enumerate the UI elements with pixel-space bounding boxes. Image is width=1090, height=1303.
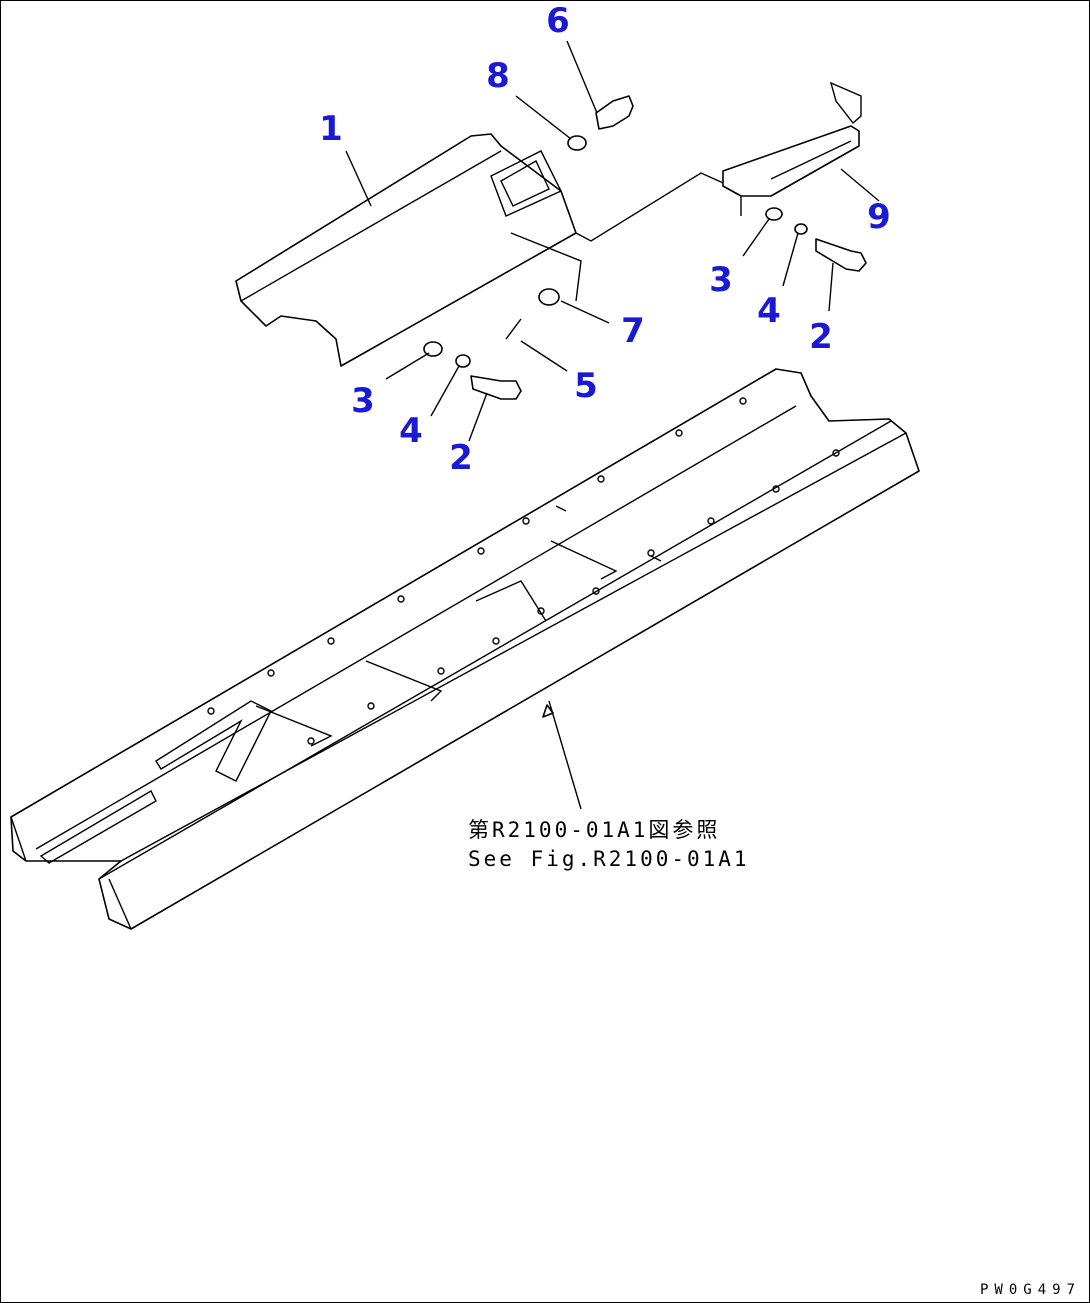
callout-4-lockwasher-left: 4 (399, 411, 423, 451)
callout-2-bolt-left: 2 (449, 438, 473, 478)
reference-note-english: See Fig.R2100-01A1 (468, 847, 750, 871)
callout-3-washer-right: 3 (709, 260, 733, 300)
track-guard-cover (235, 133, 742, 367)
callout-4-lockwasher-right: 4 (757, 291, 781, 331)
callout-7: 7 (621, 311, 645, 351)
reference-note-japanese: 第R2100-01A1図参照 (468, 818, 721, 842)
track-frame (10, 368, 920, 930)
hardware (423, 95, 867, 400)
callout-6: 6 (546, 1, 570, 41)
callout-3-washer-left: 3 (351, 381, 375, 421)
callout-1: 1 (319, 109, 343, 149)
callout-9: 9 (867, 197, 891, 237)
drawing-code: PW0G497 (979, 1282, 1081, 1298)
leader-lines (345, 40, 880, 810)
callout-5: 5 (574, 366, 598, 406)
callout-2-bolt-right: 2 (809, 317, 833, 357)
callout-8: 8 (486, 56, 510, 96)
bracket (722, 81, 862, 197)
